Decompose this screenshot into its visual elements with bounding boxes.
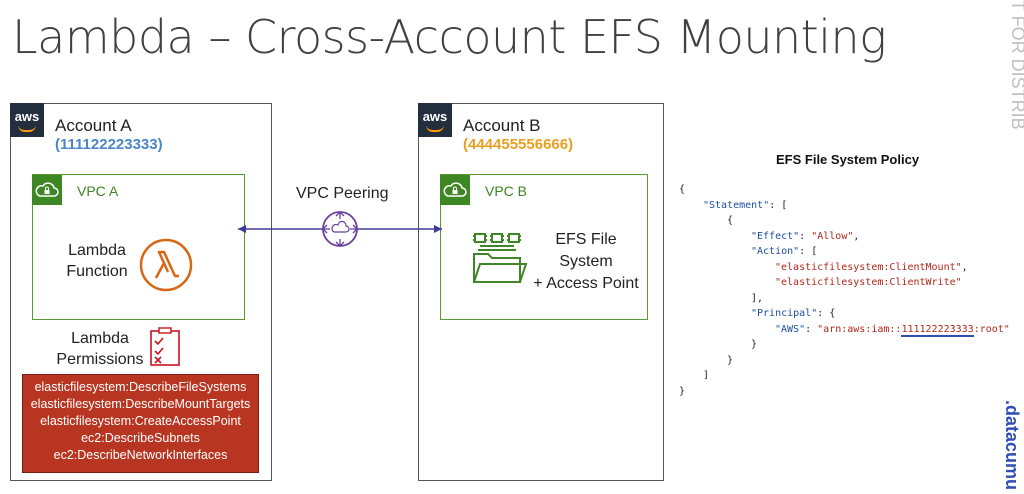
permission-item: ec2:DescribeNetworkInterfaces: [53, 448, 228, 462]
lambda-icon: [138, 237, 194, 293]
side-watermark-text: T FOR DISTRIBUTION: [1008, 0, 1024, 130]
account-b-id: (444455556666): [463, 136, 574, 153]
policy-code-line: }: [679, 384, 1010, 400]
policy-code-token: ]: [703, 370, 710, 381]
efs-label: EFS File System + Access Point: [524, 229, 648, 295]
policy-code-line: ]: [679, 368, 1010, 384]
policy-code-token: : {: [817, 308, 836, 319]
vpc-a-label: VPC A: [77, 183, 119, 199]
peering-label: VPC Peering: [296, 185, 389, 202]
lambda-function-label-line1: Lambda: [68, 242, 126, 259]
side-brand-text: .datacumu: [1002, 400, 1022, 491]
policy-code-line: "Statement": [: [679, 198, 1010, 214]
policy-code-token: "Effect": [751, 230, 800, 242]
policy-code-token: }: [751, 339, 758, 350]
policy-code-token: "elasticfilesystem:ClientWrite": [775, 277, 962, 288]
policy-code-line: "AWS": "arn:aws:iam::111122223333:root": [679, 322, 1010, 338]
policy-code-line: }: [679, 353, 1010, 369]
policy-code-token: : [: [799, 246, 818, 257]
permission-item: elasticfilesystem:DescribeFileSystems: [34, 380, 247, 394]
vpc-a-box: [32, 174, 245, 320]
efs-icon: [468, 228, 528, 288]
vpc-cloud-lock-icon: [32, 175, 62, 205]
permission-item: elasticfilesystem:DescribeMountTargets: [30, 397, 251, 411]
policy-code-token: :: [799, 230, 812, 242]
slide-title: Lambda – Cross-Account EFS Mounting: [12, 10, 887, 64]
account-a-id: (111122223333): [55, 136, 163, 153]
account-b-box: [418, 103, 664, 481]
policy-code-token: "elasticfilesystem:ClientMount": [775, 261, 962, 273]
peering-connector: [238, 211, 442, 247]
permission-item: ec2:DescribeSubnets: [81, 431, 200, 445]
policy-code-token: 111122223333: [901, 323, 974, 337]
policy-code-line: "Effect": "Allow",: [679, 229, 1010, 245]
policy-code-token: ,: [961, 261, 968, 273]
policy-code-token: {: [679, 184, 686, 195]
vpc-b-label: VPC B: [485, 183, 528, 199]
efs-label-line1: EFS File: [555, 231, 617, 248]
efs-label-line2: System: [559, 253, 613, 270]
lambda-permissions-label-line1: Lambda: [71, 330, 129, 347]
policy-code-token: "Allow": [811, 230, 854, 242]
lambda-permissions-label: Lambda Permissions: [40, 328, 160, 370]
policy-title: EFS File System Policy: [776, 152, 920, 167]
policy-code-token: }: [679, 385, 686, 397]
aws-logo-text: aws: [14, 109, 40, 124]
policy-code-token: "Statement": [703, 199, 770, 211]
vpc-cloud-lock-icon: [440, 175, 470, 205]
policy-code-line: ],: [679, 291, 1010, 307]
policy-code-line: "Action": [: [679, 244, 1010, 260]
aws-logo-icon: aws: [418, 103, 452, 137]
permissions-box: elasticfilesystem:DescribeFileSystems el…: [22, 374, 259, 473]
policy-code-token: {: [727, 215, 734, 226]
policy-code-line: "elasticfilesystem:ClientMount",: [679, 260, 1010, 276]
aws-logo-icon: aws: [10, 103, 44, 137]
lambda-permissions-label-line2: Permissions: [56, 351, 144, 368]
policy-code-token: }: [727, 354, 734, 366]
lambda-function-label-line2: Function: [66, 263, 128, 280]
policy-code-token: "Action": [751, 246, 800, 257]
policy-code-token: ,: [853, 230, 860, 242]
policy-code-line: "elasticfilesystem:ClientWrite": [679, 275, 1010, 291]
policy-code-token: : [: [769, 199, 788, 211]
policy-code-token: :root": [973, 323, 1010, 335]
policy-code-block: {"Statement": [{"Effect": "Allow","Actio…: [679, 182, 1010, 399]
checklist-icon: [148, 327, 182, 367]
policy-code-line: {: [679, 182, 1010, 198]
policy-code-line: }: [679, 337, 1010, 353]
policy-code-line: {: [679, 213, 1010, 229]
policy-code-token: ],: [751, 292, 764, 304]
vpc-b-box: [440, 174, 648, 320]
policy-code-token: "AWS": [775, 323, 806, 335]
account-b-name: Account B: [463, 116, 541, 135]
policy-code-token: "arn:aws:iam::: [817, 323, 902, 335]
permission-item: elasticfilesystem:CreateAccessPoint: [40, 414, 241, 428]
policy-code-token: "Principal": [751, 308, 818, 319]
policy-code-line: "Principal": {: [679, 306, 1010, 322]
aws-logo-text: aws: [422, 109, 448, 124]
lambda-function-label: Lambda Function: [52, 240, 142, 282]
policy-code-token: :: [805, 323, 818, 335]
efs-label-line3: + Access Point: [533, 275, 639, 292]
account-a-name: Account A: [55, 116, 132, 135]
